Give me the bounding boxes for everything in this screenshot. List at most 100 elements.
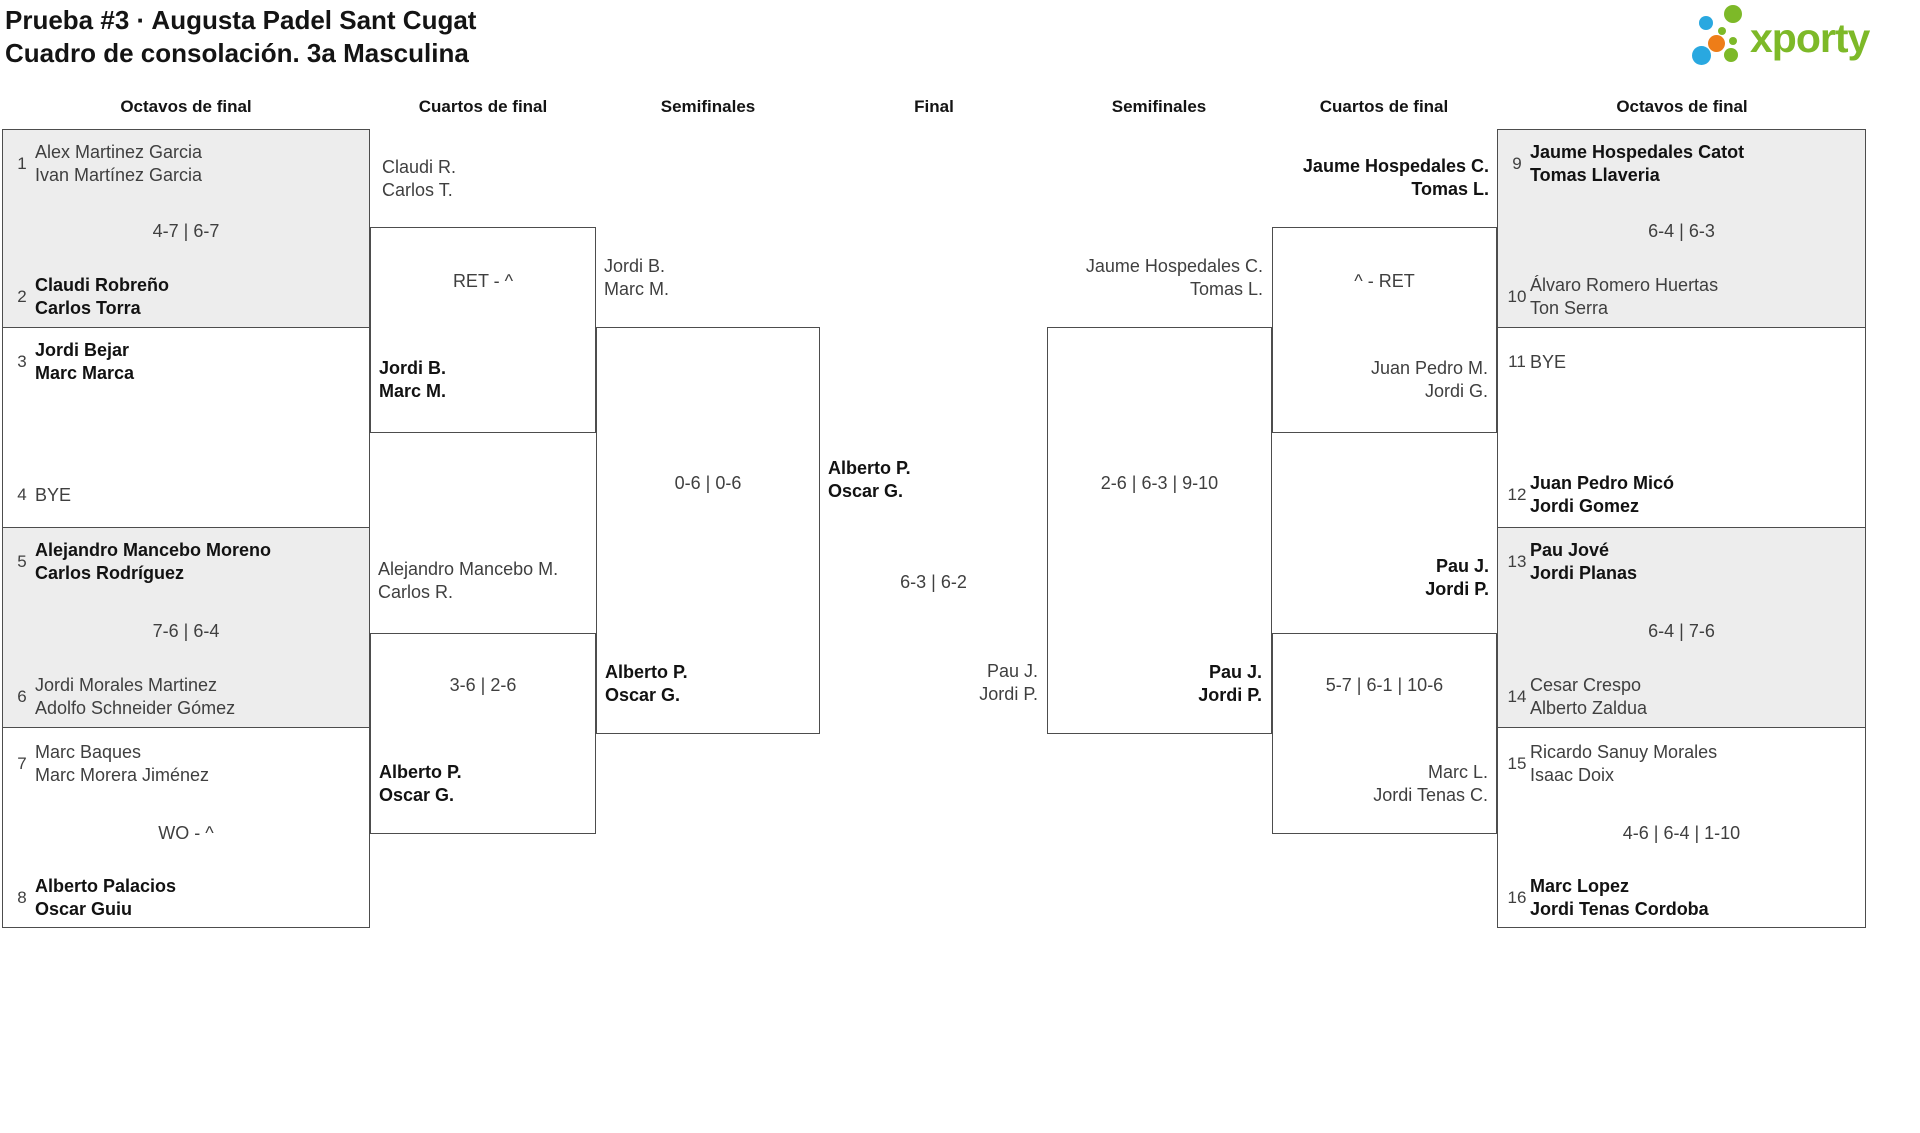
match-box-octavos-right-3: 13 Pau Jové Jordi Planas 6-4 | 7-6 14 Ce… bbox=[1497, 527, 1866, 728]
qf-left-1-team-top: Claudi R. Carlos T. bbox=[382, 156, 456, 202]
match-box-octavos-right-1: 9 Jaume Hospedales Catot Tomas Llaveria … bbox=[1497, 129, 1866, 328]
player-name: Jordi Gomez bbox=[1530, 496, 1640, 516]
player-name: Jaume Hospedales C. bbox=[1302, 156, 1489, 176]
player-name: Jordi P. bbox=[1425, 579, 1489, 599]
seed-number: 13 bbox=[1507, 552, 1527, 571]
match-score: 2-6 | 6-3 | 9-10 bbox=[1100, 473, 1219, 493]
match-box-cuartos-right-2: 5-7 | 6-1 | 10-6 Marc L. Jordi Tenas C. bbox=[1272, 633, 1497, 834]
team-slot: 2 Claudi Robreño Carlos Torra bbox=[9, 274, 363, 320]
team-names: Jordi Morales Martinez Adolfo Schneider … bbox=[35, 674, 235, 720]
player-name: Cesar Crespo bbox=[1530, 675, 1642, 695]
match-score: 7-6 | 6-4 bbox=[152, 621, 220, 641]
player-name: Marc Lopez bbox=[1530, 876, 1630, 896]
page-title: Prueba #3 · Augusta Padel Sant Cugat Cua… bbox=[5, 4, 476, 70]
team-slot: 11 BYE bbox=[1504, 339, 1859, 385]
match-score: 5-7 | 6-1 | 10-6 bbox=[1325, 675, 1444, 695]
team-names: Alejandro Mancebo Moreno Carlos Rodrígue… bbox=[35, 539, 271, 585]
logo-dot-blue-small bbox=[1699, 16, 1713, 30]
player-name: Alejandro Mancebo Moreno bbox=[35, 540, 272, 560]
player-name: Pau Jové bbox=[1530, 540, 1610, 560]
match-score: WO - ^ bbox=[158, 823, 214, 843]
player-name: Jaume Hospedales Catot bbox=[1530, 142, 1745, 162]
seed-number: 10 bbox=[1507, 287, 1527, 306]
final-score: 6-3 | 6-2 bbox=[900, 572, 967, 592]
player-name: Oscar G. bbox=[379, 785, 455, 805]
logo-wordmark: xporty bbox=[1750, 15, 1870, 61]
seed-number: 15 bbox=[1507, 754, 1527, 773]
player-name: Carlos R. bbox=[378, 582, 454, 602]
player-name: Marc L. bbox=[1427, 762, 1488, 782]
xporty-logo[interactable]: xporty bbox=[1690, 2, 1910, 68]
match-box-semifinal-right: 2-6 | 6-3 | 9-10 Pau J. Jordi P. bbox=[1047, 327, 1272, 734]
player-name: Jordi G. bbox=[1424, 381, 1488, 401]
team-slot: 6 Jordi Morales Martinez Adolfo Schneide… bbox=[9, 674, 363, 720]
player-name: Juan Pedro M. bbox=[1370, 358, 1488, 378]
match-box-octavos-left-4: 7 Marc Baques Marc Morera Jiménez WO - ^… bbox=[2, 727, 370, 928]
match-score: 3-6 | 2-6 bbox=[449, 675, 517, 695]
match-score: ^ - RET bbox=[1354, 271, 1415, 291]
player-name: Jordi Tenas C. bbox=[1373, 785, 1488, 805]
team-names: BYE bbox=[35, 472, 71, 518]
team-names: Claudi Robreño Carlos Torra bbox=[35, 274, 169, 320]
match-score: 0-6 | 0-6 bbox=[674, 473, 742, 493]
player-name: Pau J. bbox=[1435, 556, 1489, 576]
qf-right-2-team-bottom: Marc L. Jordi Tenas C. bbox=[1288, 761, 1488, 807]
player-name: Marc Morera Jiménez bbox=[35, 765, 210, 785]
player-name: BYE bbox=[1530, 351, 1567, 372]
player-name: Oscar G. bbox=[605, 685, 681, 705]
player-name: Ricardo Sanuy Morales bbox=[1530, 742, 1718, 762]
player-name: Jordi Bejar bbox=[35, 340, 130, 360]
sf-left-team-bottom: Alberto P. Oscar G. bbox=[605, 661, 688, 707]
team-slot: 12 Juan Pedro Micó Jordi Gomez bbox=[1504, 472, 1859, 518]
logo-dot-green-bottom bbox=[1724, 48, 1738, 62]
match-box-cuartos-left-1: RET - ^ Jordi B. Marc M. bbox=[370, 227, 596, 433]
round-label-final: Final bbox=[914, 97, 954, 116]
team-names: Juan Pedro Micó Jordi Gomez bbox=[1530, 472, 1674, 518]
logo-dot-green-tiny-upper bbox=[1718, 27, 1726, 35]
title-line-2: Cuadro de consolación. 3a Masculina bbox=[5, 38, 469, 68]
team-names: Cesar Crespo Alberto Zaldua bbox=[1530, 674, 1647, 720]
logo-dot-orange bbox=[1708, 35, 1725, 52]
player-name: Marc M. bbox=[604, 279, 669, 299]
player-name: Oscar G. bbox=[828, 481, 904, 501]
round-label-octavos-right: Octavos de final bbox=[1616, 97, 1748, 116]
sf-right-team-top: Jaume Hospedales C. Tomas L. bbox=[1063, 255, 1263, 301]
sf-left-team-top: Jordi B. Marc M. bbox=[604, 255, 669, 301]
player-name: Marc Baques bbox=[35, 742, 142, 762]
player-name: BYE bbox=[35, 484, 72, 505]
match-box-cuartos-right-1: ^ - RET Juan Pedro M. Jordi G. bbox=[1272, 227, 1497, 433]
match-box-octavos-left-1: 1 Alex Martinez Garcia Ivan Martínez Gar… bbox=[2, 129, 370, 328]
seed-number: 3 bbox=[17, 352, 27, 371]
team-names: Jordi Bejar Marc Marca bbox=[35, 339, 134, 385]
player-name: Juan Pedro Micó bbox=[1530, 473, 1675, 493]
seed-number: 9 bbox=[1512, 154, 1522, 173]
match-score: 6-4 | 6-3 bbox=[1648, 221, 1715, 241]
team-slot: 4 BYE bbox=[9, 472, 363, 518]
seed-number: 12 bbox=[1507, 485, 1527, 504]
team-names: Alex Martinez Garcia Ivan Martínez Garci… bbox=[35, 141, 202, 187]
player-name: Tomas Llaveria bbox=[1530, 165, 1660, 185]
seed-number: 8 bbox=[17, 888, 27, 907]
match-box-octavos-right-2: 11 BYE 12 Juan Pedro Micó Jordi Gomez bbox=[1497, 327, 1866, 528]
team-slot: 15 Ricardo Sanuy Morales Isaac Doix bbox=[1504, 741, 1859, 787]
team-slot: 5 Alejandro Mancebo Moreno Carlos Rodríg… bbox=[9, 539, 363, 585]
team-names: Álvaro Romero Huertas Ton Serra bbox=[1530, 274, 1718, 320]
logo-dot-blue-large bbox=[1692, 46, 1711, 65]
match-box-octavos-left-2: 3 Jordi Bejar Marc Marca 4 BYE bbox=[2, 327, 370, 528]
player-name: Pau J. bbox=[1208, 662, 1262, 682]
qf-left-2-team-bottom: Alberto P. Oscar G. bbox=[379, 761, 462, 807]
player-name: Claudi Robreño bbox=[35, 275, 169, 295]
final-team-bottom: Pau J. Jordi P. bbox=[838, 660, 1038, 706]
player-name: Jordi B. bbox=[379, 358, 447, 378]
player-name: Álvaro Romero Huertas bbox=[1530, 275, 1719, 295]
player-name: Jordi P. bbox=[979, 684, 1038, 704]
team-names: Alberto Palacios Oscar Guiu bbox=[35, 875, 176, 921]
qf-left-1-team-bottom: Jordi B. Marc M. bbox=[379, 357, 446, 403]
player-name: Alberto Zaldua bbox=[1530, 698, 1648, 718]
qf-left-2-team-top: Alejandro Mancebo M. Carlos R. bbox=[378, 558, 558, 604]
round-label-cuartos-left: Cuartos de final bbox=[418, 97, 548, 116]
player-name: Alex Martinez Garcia bbox=[35, 142, 203, 162]
logo-dot-green-large bbox=[1724, 5, 1742, 23]
match-box-semifinal-left: 0-6 | 0-6 Alberto P. Oscar G. bbox=[596, 327, 820, 734]
team-slot: 8 Alberto Palacios Oscar Guiu bbox=[9, 875, 363, 921]
